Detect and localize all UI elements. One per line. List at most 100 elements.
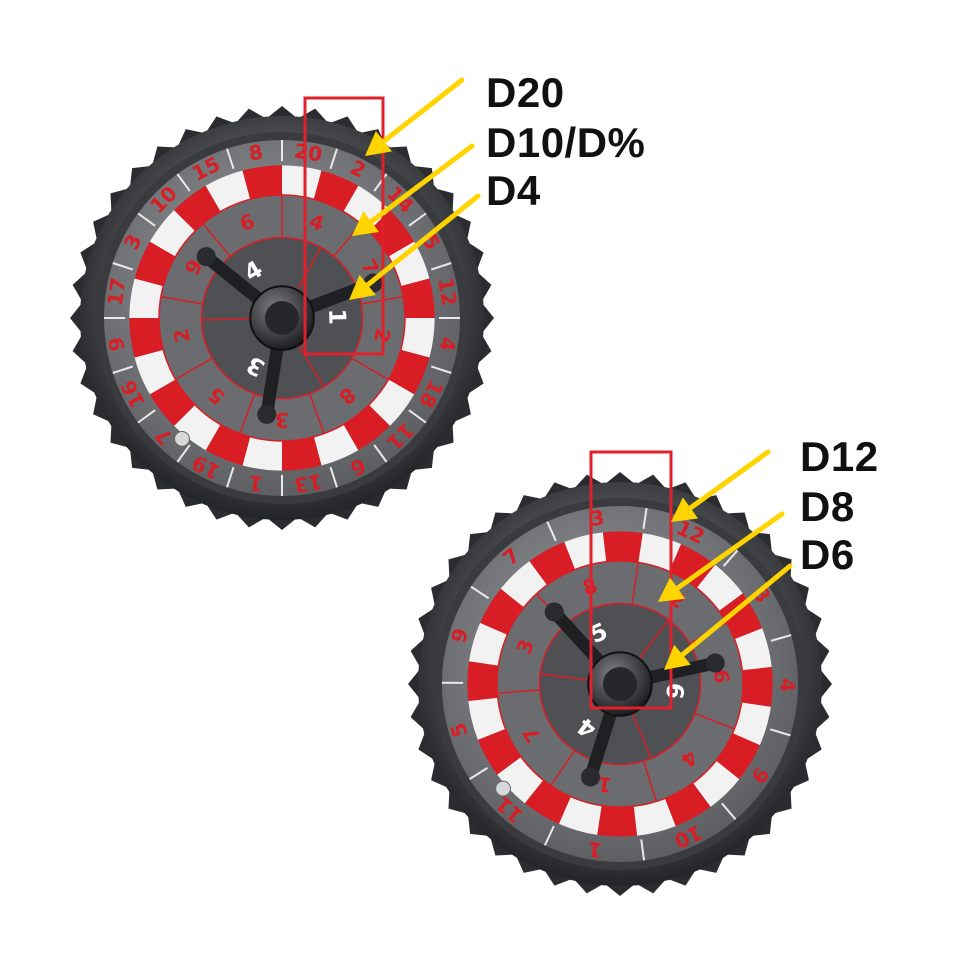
wheel-top-outer-divider <box>137 212 156 227</box>
wheel-bottom-outer-number: 5 <box>446 720 473 740</box>
wheel-bottom-outer-number: 1 <box>586 837 603 863</box>
wheel-top-checker-cell <box>205 170 251 212</box>
wheel-top-checker-cell <box>149 379 196 426</box>
wheel-bottom-middle-divider <box>550 750 576 786</box>
wheel-top-checker-cell <box>242 436 282 471</box>
wheel-bottom-outer-divider <box>770 634 792 642</box>
pointer-arrow-head <box>349 274 376 300</box>
wheel-bottom-spinner-knob <box>705 653 725 673</box>
wheel-top-checker-cell <box>149 210 196 257</box>
wheel-top-spinner-knob <box>196 247 216 267</box>
wheel-top-outer-divider <box>176 173 191 192</box>
wheel-top-ball <box>174 430 190 447</box>
wheel-bottom-checker-cell <box>467 661 499 702</box>
wheel-top-checker-cell <box>129 318 164 358</box>
label-d6: D6 <box>800 531 855 578</box>
wheel-top-outer-divider <box>137 409 156 424</box>
wheel-top-checker-cell <box>174 404 221 451</box>
wheel-bottom-outer-divider <box>546 521 557 542</box>
pointer-arrow-line <box>680 563 793 658</box>
wheel-top-spinner-knob <box>257 404 277 424</box>
label-d12: D12 <box>800 433 879 480</box>
wheel-top-checker-cell <box>205 424 251 466</box>
wheel-top-outer-number: 20 <box>292 139 323 167</box>
wheel-top-outer-divider <box>329 148 338 170</box>
wheel-top-middle-divider <box>202 223 231 257</box>
wheel-top-outer-divider <box>226 148 235 170</box>
highlight-box-top <box>303 96 385 356</box>
pointer-arrow-line <box>687 449 771 511</box>
wheel-top-checker-cell <box>343 404 390 451</box>
wheel-top-checker-cell <box>313 424 359 466</box>
wheel-top-outer-divider <box>112 262 134 271</box>
wheel-bottom-outer-divider <box>543 825 555 846</box>
wheel-bottom-checker-cell <box>597 805 638 837</box>
wheel-bottom-checker-cell <box>497 756 544 804</box>
wheel-top-checker-cell <box>129 278 164 318</box>
pointer-arrow-line <box>381 77 465 144</box>
wheel-top-checker-cell <box>134 349 176 395</box>
wheel-bottom-outer-number: 9 <box>446 625 473 645</box>
wheel-bottom-checker-cell <box>696 564 743 612</box>
wheel-top-checker-cell <box>282 436 322 471</box>
wheel-top-checker-cell <box>343 185 390 232</box>
wheel-bottom-outer-divider <box>640 839 646 861</box>
wheel-bottom-outer-number: 3 <box>589 505 606 531</box>
wheel-top-middle-divider <box>239 393 256 434</box>
pointer-arrow-line <box>675 511 785 591</box>
wheel-bottom-outer-divider <box>642 507 648 530</box>
wheel-top-outer-divider <box>226 466 235 488</box>
wheel-bottom-checker-cell <box>558 796 602 835</box>
wheel-top-outer-number: 12 <box>433 276 461 307</box>
wheel-bottom-checker-cell <box>500 561 548 608</box>
wheel-bottom-hub-cap <box>603 667 637 701</box>
wheel-top-inner-number: 1 <box>323 308 350 325</box>
wheel-bottom-inner-number: 6 <box>660 681 689 701</box>
wheel-top-checker-cell <box>174 185 221 232</box>
wheel-bottom-outer-divider <box>470 585 490 600</box>
wheel-bottom-checker-cell <box>633 798 676 836</box>
wheel-bottom-middle-number: 1 <box>596 772 613 798</box>
label-d4: D4 <box>486 167 541 214</box>
wheel-top-middle-divider <box>160 295 203 305</box>
wheel-top-checker-cell <box>368 210 415 257</box>
wheel-top-middle-border <box>158 194 406 442</box>
wheel-top-checker-cell <box>388 241 430 287</box>
wheel-top-hub-cap <box>265 301 299 335</box>
wheel-bottom-checker-cell <box>602 531 643 563</box>
wheel-top-outer-divider <box>430 365 452 374</box>
wheel-bottom-outer-divider <box>769 728 791 737</box>
arrows <box>349 77 793 670</box>
wheel-top-checker-cell <box>282 165 322 200</box>
wheel-top-outer-number: 13 <box>292 469 323 497</box>
wheel-top-outer-number: 1 <box>247 470 265 496</box>
wheel-top-checker-cell <box>388 349 430 395</box>
wheel-top-outer-divider <box>329 466 338 488</box>
label-d20: D20 <box>486 69 565 116</box>
wheel-bottom-checker-cell <box>732 702 771 746</box>
wheel-top-outer-number: 8 <box>247 140 265 166</box>
wheel-top-outer-divider <box>373 444 388 463</box>
wheel-bottom-ball <box>495 780 511 797</box>
wheel-bottom-middle-divider <box>631 562 640 605</box>
wheel-top-outer-number: 9 <box>104 335 130 353</box>
wheel-top-outer-number: 17 <box>103 276 131 307</box>
wheel-top-checker-cell <box>400 278 435 318</box>
pointer-arrow-head <box>671 497 699 522</box>
wheel-top-checker-cell <box>313 170 359 212</box>
wheel-bottom-middle-divider <box>694 712 735 730</box>
wheel-bottom-checker-cell <box>564 532 607 570</box>
wheel-top: 2021451241811613119716917310158472835296… <box>70 106 494 530</box>
wheel-bottom-spinner-knob <box>544 602 564 622</box>
pointer-arrow-head <box>664 644 691 670</box>
wheel-bottom-outer-number: 4 <box>775 678 799 692</box>
wheel-bottom-checker-cell <box>469 622 508 666</box>
wheel-bottom-checker-cell <box>468 697 506 740</box>
pointer-arrow-head <box>365 130 392 156</box>
wheel-top-middle-number: 3 <box>275 408 289 432</box>
wheel-bottom-checker-cell <box>741 666 773 707</box>
wheel-bottom-middle-divider <box>642 760 657 802</box>
label-d8: D8 <box>800 483 855 530</box>
